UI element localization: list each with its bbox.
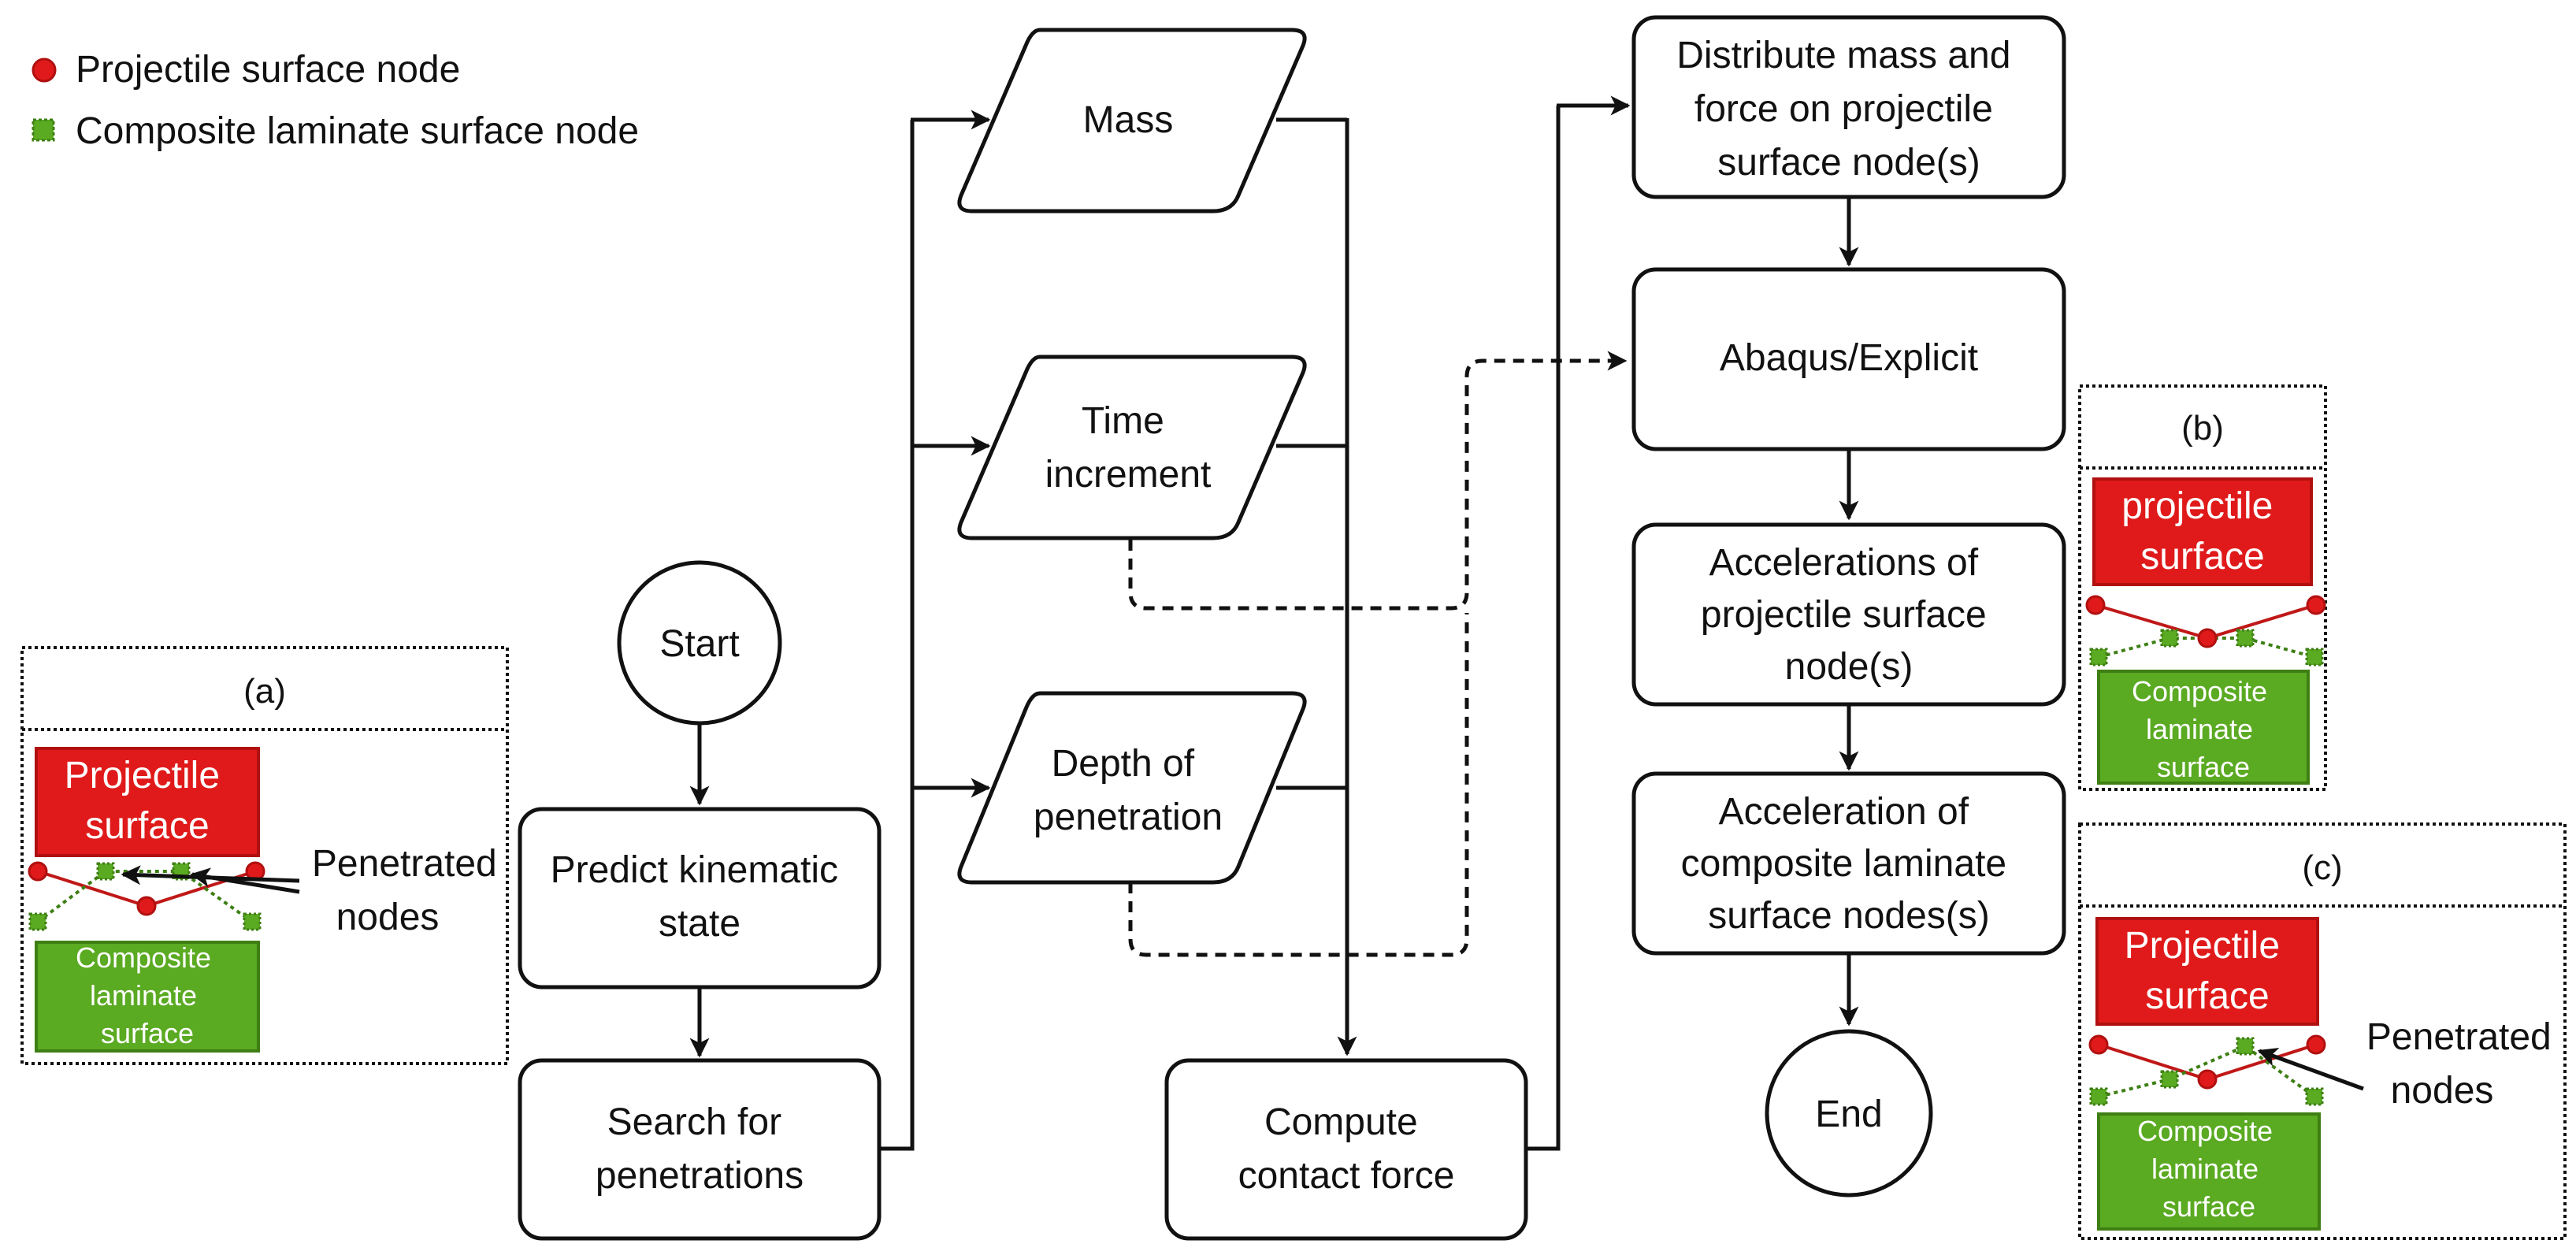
panel-b: (b) projectile surface Composite laminat… [2078,384,2327,791]
panel-c-laminate-node [2089,1087,2108,1106]
distribute-mass-force-box: Distribute mass and force on projectile … [1631,15,2066,199]
panel-a-laminate-node [243,912,262,931]
compute-contact-force-label: Compute contact force [1238,1101,1455,1197]
panel-b-laminate-node [2305,648,2324,666]
panel-a-laminate-node [28,912,47,931]
panel-c: (c) Projectile surface Composite laminat… [2078,822,2567,1240]
panel-c-laminate-node [2236,1037,2255,1056]
mass-input: Mass [957,28,1307,213]
mass-label: Mass [1083,99,1174,141]
predict-label: Predict kinematic state [551,849,849,945]
search-penetrations-box: Search for penetrations [518,1058,882,1241]
panel-b-laminate-node [2089,648,2108,666]
panel-a: (a) Projectile surface Composite laminat… [20,646,509,1065]
panel-a-laminate-surface [35,941,260,1053]
panel-c-laminate-node [2160,1070,2179,1089]
accelerations-projectile-box: Accelerations of projectile surface node… [1631,522,2066,707]
abaqus-explicit-box: Abaqus/Explicit [1631,267,2066,451]
laminate-node-legend-icon [32,118,55,142]
time-increment-label: Time increment [1045,400,1212,496]
panel-a-projectile-node [28,861,48,882]
abaqus-label: Abaqus/Explicit [1720,337,1978,379]
panel-b-projectile-node [2197,628,2218,648]
panel-b-projectile-node [2306,595,2326,615]
panel-b-laminate-node [2160,629,2179,648]
distribute-label: Distribute mass and force on projectile … [1676,35,2021,184]
panel-c-laminate-node [2305,1087,2324,1106]
panel-c-projectile-label: Projectile surface [2125,925,2291,1017]
panel-b-laminate-node [2236,629,2255,648]
panel-a-note: Penetrated nodes [312,843,507,938]
legend: Projectile surface node Composite lamina… [32,49,639,152]
accelerations-projectile-label: Accelerations of projectile surface node… [1701,542,1997,688]
panel-a-laminate-node [96,862,115,881]
depth-penetration-label: Depth of penetration [1034,743,1223,838]
panel-a-projectile-label: Projectile surface [65,755,231,847]
connectors [689,95,1859,1151]
panel-c-projectile-node [2197,1069,2218,1090]
panel-c-projectile-node [2088,1034,2109,1055]
panel-b-projectile-surface [2092,477,2313,586]
panel-b-projectile-label: projectile surface [2121,485,2283,577]
panel-c-note: Penetrated nodes [2366,1016,2562,1112]
time-increment-input: Time increment [957,355,1307,540]
predict-kinematic-state-box: Predict kinematic state [518,807,882,990]
panel-c-laminate-surface [2097,1112,2321,1231]
end-node: End [1765,1029,1933,1197]
depth-penetration-input: Depth of penetration [957,691,1307,885]
projectile-node-legend-icon [32,58,57,83]
panel-b-projectile-node [2085,595,2106,615]
panel-a-projectile-node [136,896,157,916]
search-label: Search for penetrations [596,1101,804,1197]
start-node: Start [617,560,782,726]
panel-b-laminate-label: Composite laminate surface [2132,675,2275,783]
legend-laminate-node-label: Composite laminate surface node [76,110,639,152]
panel-a-projectile-surface [35,747,260,857]
end-label: End [1815,1093,1882,1135]
panel-c-projectile-surface [2095,917,2319,1026]
compute-contact-force-box: Compute contact force [1164,1058,1528,1241]
panel-c-projectile-node [2306,1034,2326,1055]
panel-c-title: (c) [2302,848,2342,887]
panel-b-laminate-surface [2097,670,2310,785]
panel-a-title: (a) [243,672,286,711]
acceleration-composite-box: Acceleration of composite laminate surfa… [1631,771,2066,956]
start-label: Start [659,623,739,665]
acceleration-composite-label: Acceleration of composite laminate surfa… [1681,791,2017,937]
panel-c-laminate-label: Composite laminate surface [2137,1115,2281,1223]
legend-projectile-node-label: Projectile surface node [76,49,460,91]
panel-a-laminate-label: Composite laminate surface [76,941,219,1049]
panel-b-title: (b) [2181,409,2224,447]
